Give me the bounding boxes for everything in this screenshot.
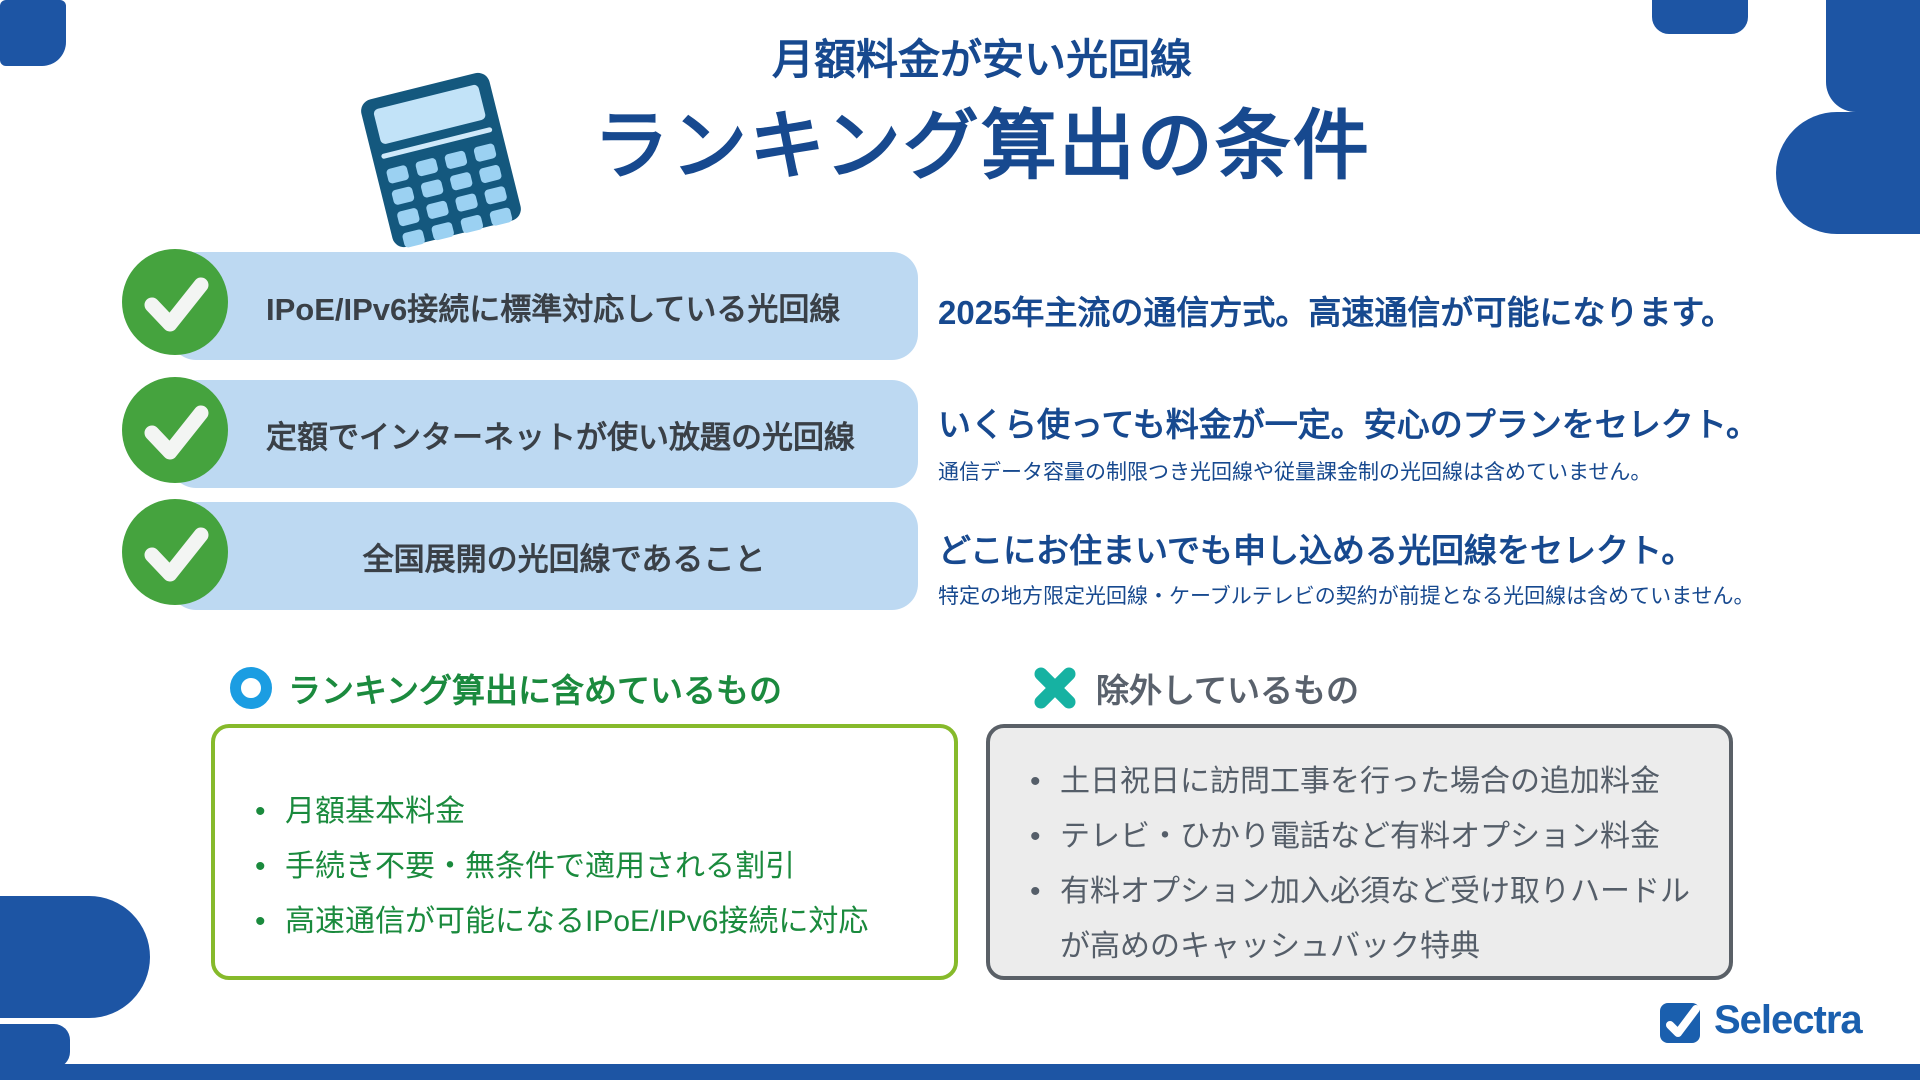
corner-shape-bottom-left-lower — [0, 1024, 70, 1068]
criteria-label: 定額でインターネットが使い放題の光回線 — [266, 419, 855, 455]
corner-shape-top-tab — [1652, 0, 1748, 34]
excluded-list-item: 土日祝日に訪問工事を行った場合の追加料金 — [1030, 754, 1702, 809]
brand-logo: Selectra — [1660, 998, 1863, 1043]
page-subtitle: 月額料金が安い光回線 — [771, 36, 1192, 83]
criteria-pill-ipv6: IPoE/IPv6接続に標準対応している光回線 — [170, 252, 918, 360]
bottom-edge-bar — [0, 1064, 1920, 1080]
criteria-label: 全国展開の光回線であること — [362, 541, 766, 577]
excluded-list-item: テレビ・ひかり電話など有料オプション料金 — [1030, 809, 1702, 864]
included-section-heading: ランキング算出に含めているもの — [230, 664, 782, 712]
criteria-label: IPoE/IPv6接続に標準対応している光回線 — [266, 291, 841, 327]
brand-name: Selectra — [1714, 998, 1863, 1042]
criteria-pill-nationwide: 全国展開の光回線であること — [170, 502, 918, 610]
check-circle-icon — [122, 499, 228, 605]
corner-shape-top-left — [0, 0, 66, 66]
criteria-note: 特定の地方限定光回線・ケーブルテレビの契約が前提となる光回線は含めていません。 — [938, 585, 1755, 608]
included-box: 月額基本料金 手続き不要・無条件で適用される割引 高速通信が可能になるIPoE/… — [211, 724, 958, 980]
excluded-list-item: 有料オプション加入必須など受け取りハードルが高めのキャッシュバック特典 — [1030, 864, 1702, 974]
included-list-item: 手続き不要・無条件で適用される割引 — [255, 839, 915, 894]
excluded-list: 土日祝日に訪問工事を行った場合の追加料金 テレビ・ひかり電話など有料オプション料… — [1030, 754, 1702, 974]
circle-ring-icon — [230, 667, 272, 709]
criteria-desc: 2025年主流の通信方式。高速通信が可能になります。 — [938, 294, 1735, 331]
included-list: 月額基本料金 手続き不要・無条件で適用される割引 高速通信が可能になるIPoE/… — [255, 784, 915, 949]
included-list-item: 月額基本料金 — [255, 784, 915, 839]
excluded-box: 土日祝日に訪問工事を行った場合の追加料金 テレビ・ひかり電話など有料オプション料… — [986, 724, 1733, 980]
check-square-icon — [1660, 1002, 1700, 1043]
included-list-item: 高速通信が可能になるIPoE/IPv6接続に対応 — [255, 894, 915, 949]
excluded-heading-label: 除外しているもの — [1096, 672, 1360, 709]
corner-shape-top-right-lower — [1776, 112, 1920, 234]
included-heading-label: ランキング算出に含めているもの — [288, 672, 783, 709]
criteria-pill-flat-rate: 定額でインターネットが使い放題の光回線 — [170, 380, 918, 488]
criteria-desc: いくら使っても料金が一定。安心のプランをセレクト。 — [938, 406, 1760, 443]
criteria-note: 通信データ容量の制限つき光回線や従量課金制の光回線は含めていません。 — [938, 461, 1652, 484]
check-circle-icon — [122, 249, 228, 355]
excluded-section-heading: 除外しているもの — [1032, 664, 1359, 712]
cross-icon — [1034, 667, 1076, 709]
page-title: ランキング算出の条件 — [593, 104, 1371, 189]
corner-shape-bottom-left-upper — [0, 896, 150, 1018]
criteria-desc: どこにお住まいでも申し込める光回線をセレクト。 — [938, 532, 1695, 569]
corner-shape-top-right-upper — [1826, 0, 1920, 112]
check-circle-icon — [122, 377, 228, 483]
